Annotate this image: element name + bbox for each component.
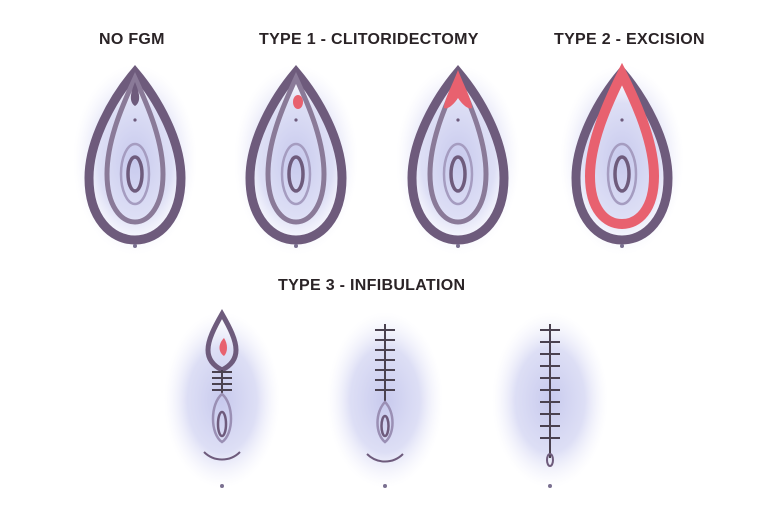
- heading-no-fgm: NO FGM: [99, 31, 165, 48]
- heading-type2-excision: TYPE 2 - EXCISION: [554, 31, 705, 48]
- diagram-type1-b: [396, 65, 520, 255]
- heading-type3-infibulation: TYPE 3 - INFIBULATION: [278, 277, 466, 294]
- diagram-no-fgm: [73, 65, 197, 255]
- diagram-type3-b: [327, 312, 443, 488]
- diagram-type1-a: [234, 65, 358, 255]
- diagram-type3-c: [492, 312, 608, 488]
- heading-type1-clitoridectomy: TYPE 1 - CLITORIDECTOMY: [259, 31, 479, 48]
- diagram-type2: [560, 62, 684, 255]
- diagram-type3-a: [164, 308, 280, 488]
